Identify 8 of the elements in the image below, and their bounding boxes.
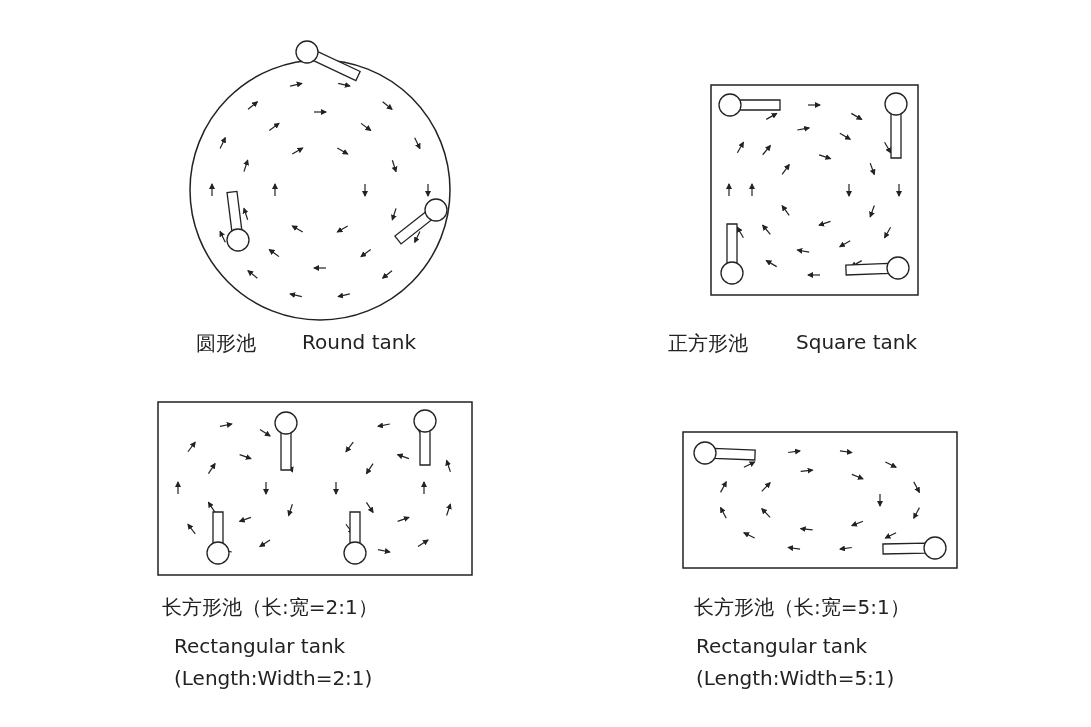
tank-caption: Rectangular tank (Length:Width=2:1) bbox=[174, 633, 374, 692]
tank-caption-chinese: 长方形池（长:宽=5:1） bbox=[694, 594, 910, 621]
tank-caption-chinese: 长方形池（长:宽=2:1） bbox=[162, 594, 378, 621]
tank-caption: Round tank bbox=[302, 330, 416, 354]
tank-caption: Rectangular tank (Length:Width=5:1) bbox=[696, 633, 896, 692]
tank-caption-chinese: 正方形池 bbox=[668, 330, 748, 357]
tank-caption-chinese: 圆形池 bbox=[196, 330, 256, 357]
tank-caption: Square tank bbox=[796, 330, 918, 354]
